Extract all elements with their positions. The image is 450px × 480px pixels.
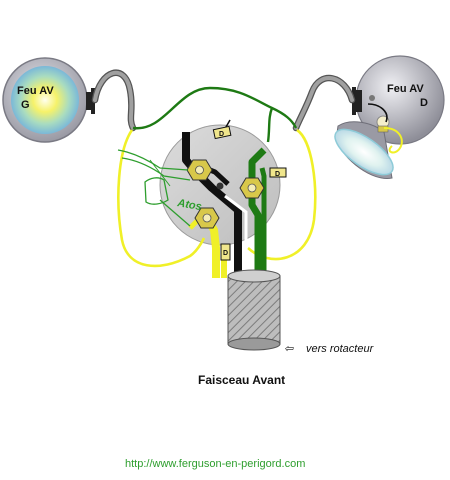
rotator-arrow: ⇦ xyxy=(284,343,294,355)
rotator-label: vers rotacteur xyxy=(306,343,375,355)
terminal-center xyxy=(216,182,224,190)
black-wire-right-lamp xyxy=(367,103,388,123)
yellow-wire-main xyxy=(204,217,220,278)
diode-right-label: D xyxy=(275,171,280,178)
yellow-wire-right-lamp xyxy=(383,127,403,154)
diode-bottom: D xyxy=(220,243,231,261)
right-lamp-label-line2: D xyxy=(420,97,428,109)
right-grey-wire-core xyxy=(294,76,354,130)
left-grey-wire-core xyxy=(93,70,135,130)
website-url: http://www.ferguson-en-perigord.com xyxy=(125,458,305,470)
left-lamp-socket xyxy=(86,92,92,110)
diode-top-label: D xyxy=(219,131,224,138)
white-separator xyxy=(224,194,248,278)
right-headlamp: Feu AV D xyxy=(334,55,445,179)
terminal-bottom xyxy=(194,207,220,229)
yellow-wire-left-loop xyxy=(117,129,206,268)
green-wire-main-2 xyxy=(259,167,267,278)
terminal-right xyxy=(239,177,265,199)
right-lamp-label-line1: Feu AV xyxy=(387,83,424,95)
diode-right: D xyxy=(269,167,287,178)
right-lamp-glass xyxy=(334,128,394,176)
green-wire-main-1 xyxy=(248,147,267,278)
right-lamp-socket xyxy=(356,90,362,112)
yellow-wire-right-loop xyxy=(247,128,317,261)
diode-top: D xyxy=(212,119,232,140)
terminal-top xyxy=(186,159,213,181)
green-wire-top-arc xyxy=(132,86,298,130)
atos-label: Atos xyxy=(175,197,202,213)
wiring-harness xyxy=(227,269,281,351)
right-lamp-knob xyxy=(369,95,375,101)
left-headlamp-lens xyxy=(11,66,79,134)
left-lamp-label-line2: G xyxy=(21,99,30,111)
green-wire-right-drop xyxy=(266,107,274,143)
left-headlamp: Feu AV G xyxy=(2,57,95,143)
atos-connector: Atos xyxy=(117,149,203,227)
diode-bottom-label: D xyxy=(223,250,228,257)
diagram-title: Faisceau Avant xyxy=(198,373,285,387)
left-lamp-label-line1: Feu AV xyxy=(17,85,54,97)
